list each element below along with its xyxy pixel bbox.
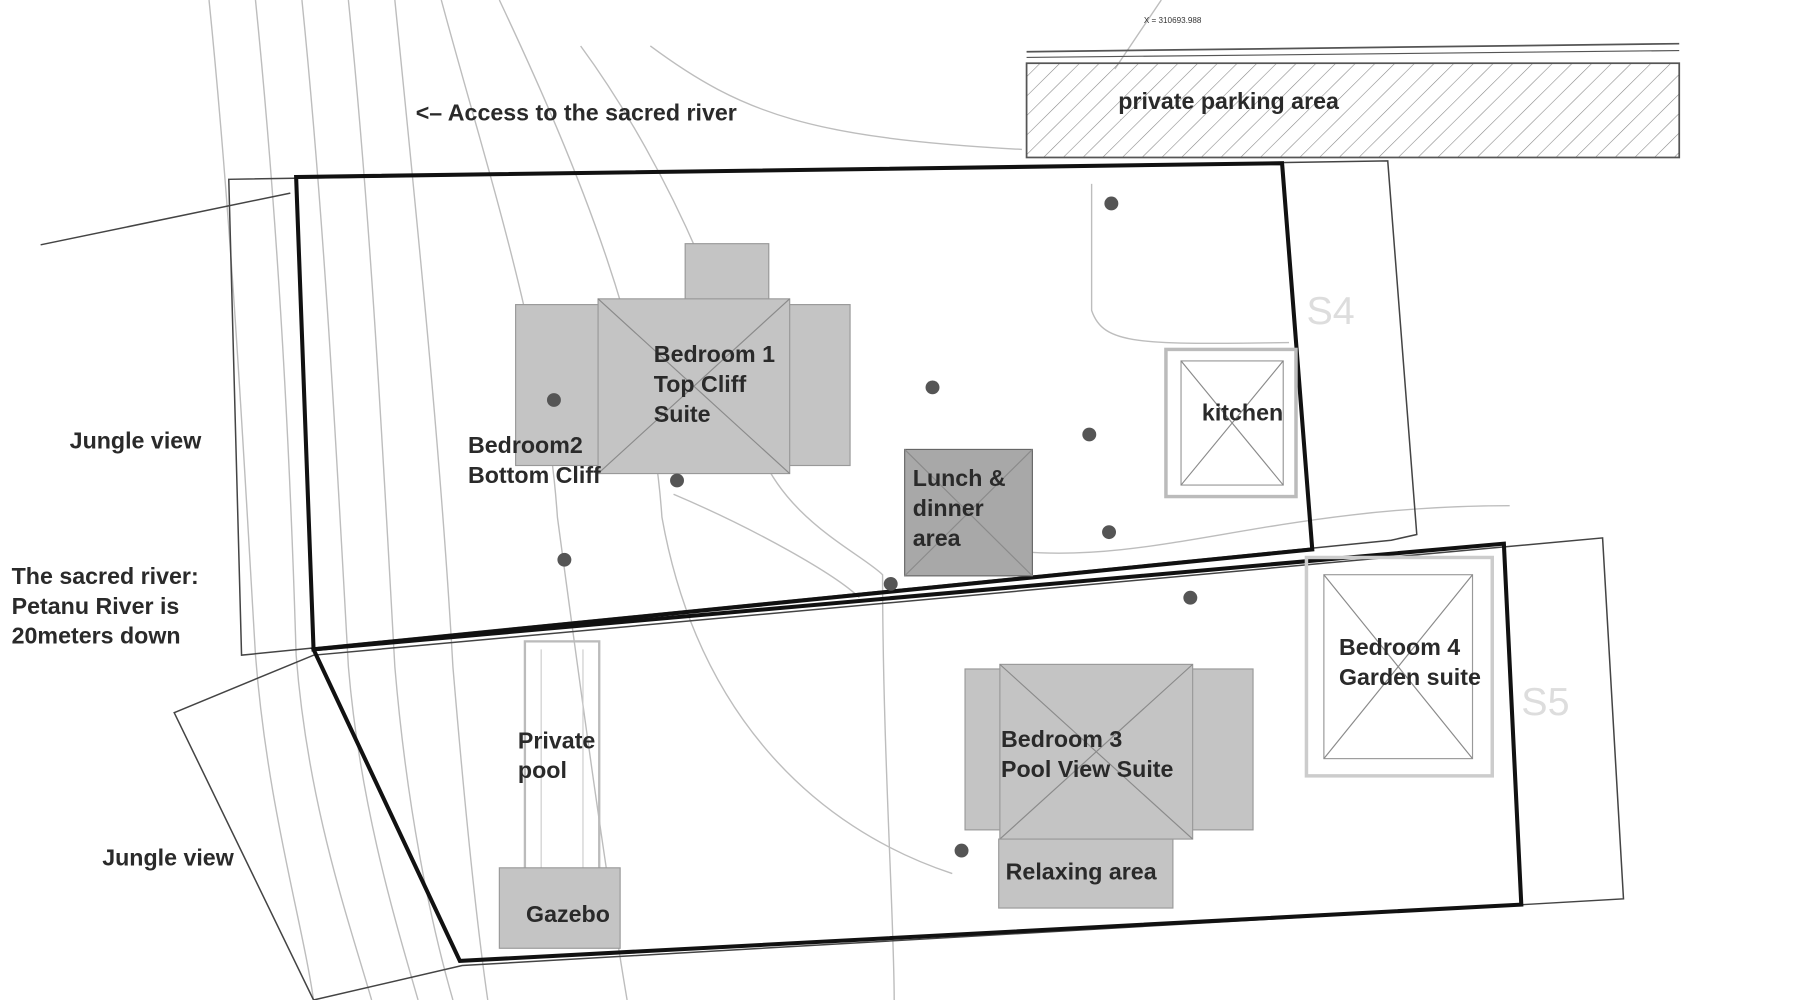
label-parking: private parking area	[1118, 88, 1339, 114]
label-kitchen: kitchen	[1202, 400, 1283, 426]
label-bedroom2-l2: Bottom Cliff	[468, 462, 601, 488]
label-lunch-l2: dinner	[913, 495, 984, 521]
label-relaxing: Relaxing area	[1006, 858, 1157, 884]
boundary-lines	[40, 160, 1625, 1000]
label-bedroom1-l1: Bedroom 1	[654, 341, 775, 367]
label-lunch-l3: area	[913, 525, 961, 551]
label-bedroom1-l2: Top Cliff	[654, 371, 747, 397]
coordinate-readout: X = 310693.988	[1144, 16, 1202, 25]
bedroom1-annex	[684, 243, 770, 302]
relaxing-area	[998, 838, 1174, 909]
label-bedroom3-l1: Bedroom 3	[1001, 726, 1122, 752]
label-gazebo: Gazebo	[526, 901, 610, 927]
label-bedroom2-l1: Bedroom2	[468, 432, 583, 458]
label-pool-l2: pool	[518, 757, 567, 783]
contour-lines	[208, 0, 1510, 1000]
buildings	[498, 243, 1495, 949]
label-bedroom3-l2: Pool View Suite	[1001, 756, 1174, 782]
kitchen-building	[1164, 347, 1298, 499]
label-pool-l1: Private	[518, 727, 596, 753]
label-s4: S4	[1306, 289, 1354, 333]
gazebo	[498, 867, 621, 949]
label-jungle-view-bottom: Jungle view	[102, 845, 235, 871]
label-lunch-l1: Lunch &	[913, 465, 1006, 491]
parking-area	[1025, 42, 1681, 159]
label-bedroom4-l1: Bedroom 4	[1339, 634, 1460, 660]
label-jungle-view-top: Jungle view	[70, 427, 203, 453]
label-bedroom1-l3: Suite	[654, 401, 711, 427]
label-sacred-river-l3: 20meters down	[12, 623, 181, 649]
bedroom4-building	[1304, 555, 1495, 778]
trees	[546, 196, 1198, 858]
label-sacred-river-l2: Petanu River is	[12, 593, 180, 619]
label-s5: S5	[1521, 680, 1569, 724]
text-labels: X = 310693.988 <– Access to the sacred r…	[12, 16, 1570, 927]
label-sacred-river-l1: The sacred river:	[12, 563, 199, 589]
label-bedroom4-l2: Garden suite	[1339, 664, 1481, 690]
label-access-river: <– Access to the sacred river	[416, 100, 737, 126]
